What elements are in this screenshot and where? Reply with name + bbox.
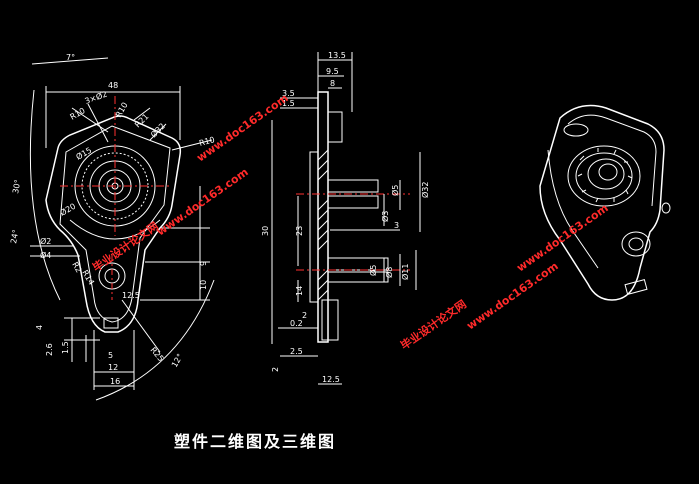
iso-view xyxy=(539,104,671,301)
dim-14: 14 xyxy=(295,286,304,296)
front-outline xyxy=(45,115,182,333)
leader-3x2 xyxy=(87,103,109,143)
iso-hub-core xyxy=(598,163,618,181)
side-boss-lower xyxy=(327,257,389,271)
dim-20: Ø20 xyxy=(58,201,77,218)
dim-d3: Ø3 xyxy=(380,211,390,222)
dim-12: 12 xyxy=(108,363,118,372)
side-boss-upper xyxy=(327,179,379,193)
dim-d5b: Ø5 xyxy=(368,265,378,276)
iso-knurl xyxy=(577,148,633,203)
dim-1-5: 1.5 xyxy=(61,341,70,354)
dim-7deg: 7° xyxy=(66,53,75,62)
iso-top-slot xyxy=(563,123,589,137)
iso-hub-outer xyxy=(567,145,641,207)
dim-r25: R25 xyxy=(148,346,165,364)
dim-8: 8 xyxy=(330,79,335,88)
dim-9-5: 9.5 xyxy=(326,67,339,76)
dim-9: 9 xyxy=(199,261,208,266)
watermark-url-3: www.doc163.com xyxy=(464,260,560,333)
dim-12deg: 12° xyxy=(170,352,185,369)
iso-top-edge xyxy=(567,114,657,207)
iso-lower-boss xyxy=(621,231,651,257)
dim-3: 3 xyxy=(394,221,399,230)
dim-d32: Ø32 xyxy=(420,182,430,198)
angle-line-top xyxy=(31,57,109,65)
front-view: 7° 48 3×Ø2 R10 R10 R21 Ø32 R10 Ø15 Ø20 3… xyxy=(9,53,216,401)
dim-32: Ø32 xyxy=(148,121,167,140)
dim-2-5: 2.5 xyxy=(290,347,303,356)
iso-bottom-slot xyxy=(624,278,648,296)
dim-d11: Ø11 xyxy=(400,264,410,280)
dim-d5a: Ø5 xyxy=(390,185,400,196)
side-plate-left xyxy=(309,151,319,303)
side-boss-upper2 xyxy=(327,195,379,209)
dim-2-6: 2.6 xyxy=(45,343,54,356)
dim-2a: 2 xyxy=(302,311,307,320)
side-view: 13.5 9.5 8 3.5 1.5 Ø32 Ø5 Ø3 3 23 30 Ø5 … xyxy=(261,51,430,385)
watermark-site-2: 毕业设计论文网 xyxy=(398,297,469,353)
dim-2: Ø2 xyxy=(40,236,51,246)
leader-r25 xyxy=(121,299,161,353)
arc-bottom-right xyxy=(95,279,215,401)
dim-3-5: 3.5 xyxy=(282,89,295,98)
arc-left xyxy=(29,89,61,301)
dim-13-5: 13.5 xyxy=(328,51,346,60)
iso-side-hole xyxy=(661,202,671,214)
dim-r10-a: R10 xyxy=(69,106,87,122)
bottom-slot xyxy=(103,317,119,329)
watermark-url-1: www.doc163.com xyxy=(194,92,290,165)
figure-caption: 塑件二维图及三维图 xyxy=(174,432,337,451)
leader-r10 xyxy=(71,107,109,133)
dim-0-2: 0.2 xyxy=(290,319,303,328)
dim-30deg: 30° xyxy=(11,179,22,195)
dim-r10-c: R10 xyxy=(198,135,216,148)
dim-4b: 4 xyxy=(35,325,44,330)
dim-4: Ø4 xyxy=(40,250,51,260)
side-plate-main xyxy=(317,91,329,343)
leader-32 xyxy=(149,123,167,141)
arc-inner xyxy=(69,219,161,240)
iso-lower-hole xyxy=(628,237,644,251)
iso-hub-inner xyxy=(587,158,625,190)
iso-body-outline xyxy=(539,104,665,301)
iso-hub-mid xyxy=(575,152,633,200)
watermarks: www.doc163.com www.doc163.com 毕业设计论文网 ww… xyxy=(90,92,611,353)
dim-12-5: 12.5 xyxy=(122,291,140,300)
side-rib-top xyxy=(327,111,343,143)
dim-2b: 2 xyxy=(271,367,280,372)
dim-30: 30 xyxy=(261,226,270,236)
leader-r10b xyxy=(171,139,213,151)
side-hatching xyxy=(317,149,329,301)
dim-d8: Ø8 xyxy=(384,267,394,278)
dim-12-5b: 12.5 xyxy=(322,375,340,384)
iso-side-edge xyxy=(547,149,599,269)
dim-10: 10 xyxy=(199,280,208,290)
dim-r10-b: R10 xyxy=(114,101,130,119)
dim-16: 16 xyxy=(110,377,120,386)
dim-3x2: 3×Ø2 xyxy=(83,89,108,106)
watermark-site-1: 毕业设计论文网 xyxy=(90,219,161,275)
front-inner-outline xyxy=(59,125,171,323)
dim-1-5b: 1.5 xyxy=(282,99,295,108)
dim-23: 23 xyxy=(295,226,304,236)
dim-15: Ø15 xyxy=(74,145,93,162)
side-boss-lower2 xyxy=(327,271,389,283)
dim-48: 48 xyxy=(108,81,118,90)
leader-r21 xyxy=(133,107,151,121)
dim-24deg: 24° xyxy=(9,229,20,245)
side-foot xyxy=(321,299,339,341)
dim-5: 5 xyxy=(108,351,113,360)
